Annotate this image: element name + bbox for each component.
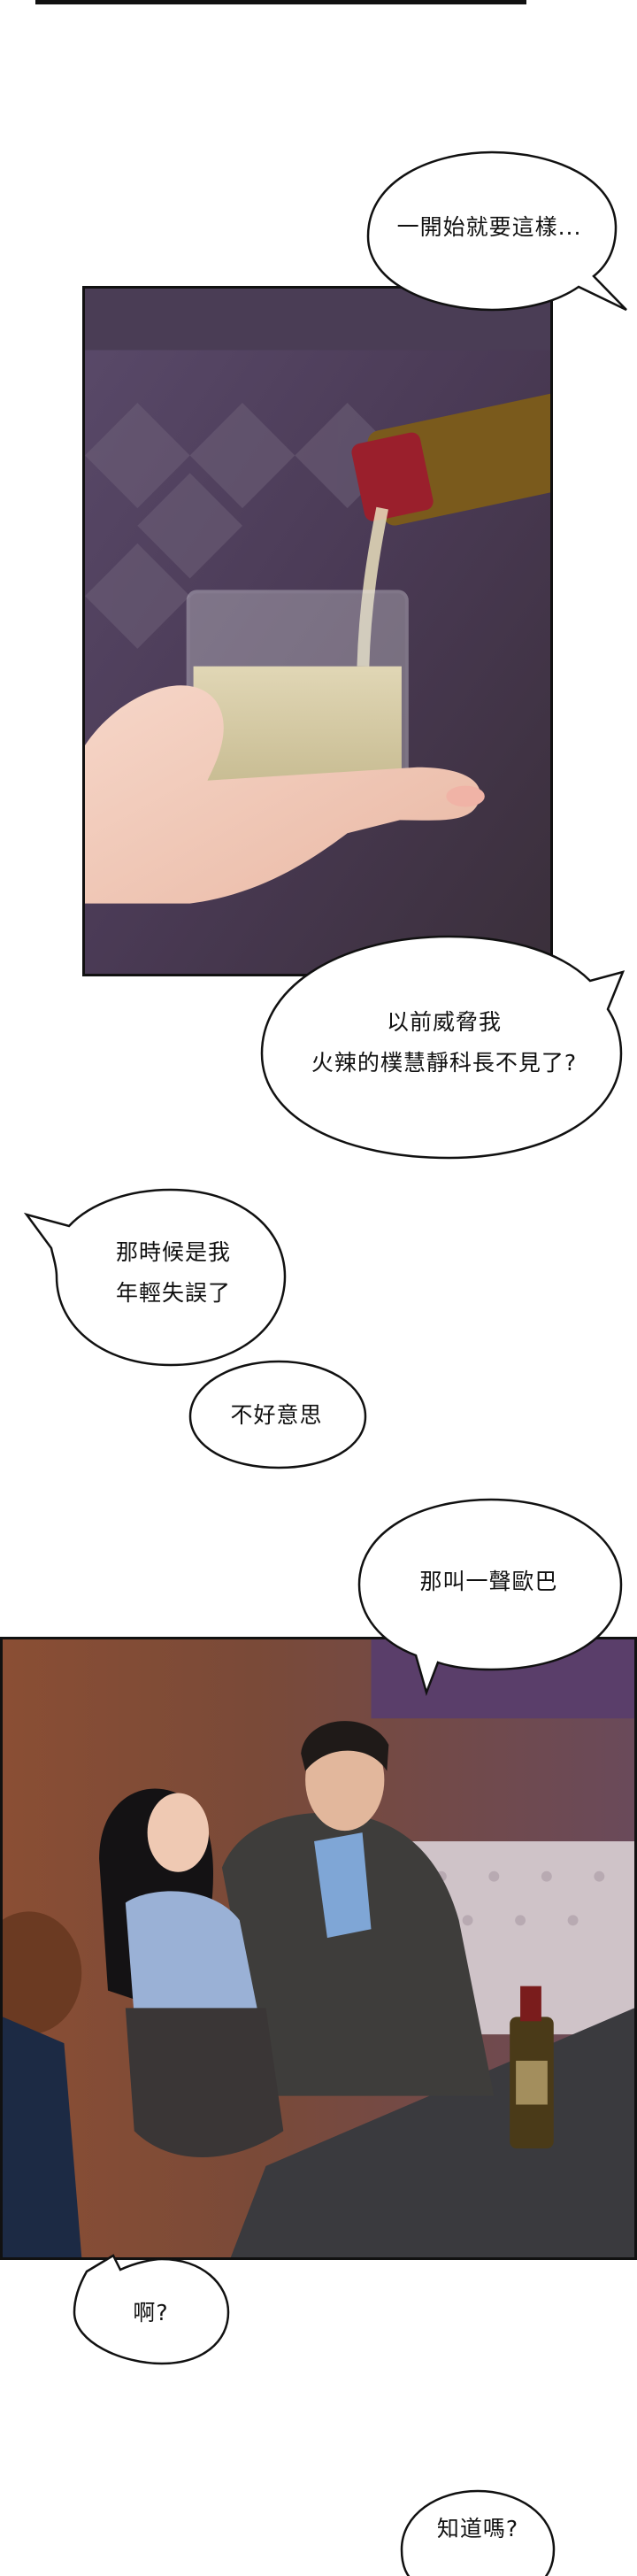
speech-bubble-3: 那時候是我 年輕失誤了 [23,1177,290,1372]
top-divider-line [35,0,526,4]
pouring-drink-illustration [85,289,550,974]
bubble-5-line-1: 那叫一聲歐巴 [419,1569,558,1594]
panel-bar-scene [0,1637,637,2260]
speech-bubble-5: 那叫一聲歐巴 [354,1496,624,1696]
speech-bubble-1: 一開始就要這樣... [350,150,628,320]
panel-pouring-drink [82,286,553,976]
bubble-6-text: 啊? [69,2293,233,2333]
speech-bubble-2: 以前威脅我 火辣的樸慧靜科長不見了? [258,929,630,1161]
bubble-4-text: 不好意思 [181,1395,372,1436]
bubble-2-line-2: 火辣的樸慧靜科長不見了? [311,1050,578,1076]
bubble-2-line-1: 以前威脅我 [386,1009,502,1035]
speech-bubble-4: 不好意思 [181,1354,372,1471]
bubble-3-text: 那時候是我 年輕失誤了 [57,1232,290,1314]
bubble-6-line-1: 啊? [133,2300,169,2325]
bar-scene-illustration [3,1639,634,2257]
speech-bubble-7: 知道嗎? [398,2487,557,2576]
bubble-3-line-2: 年輕失誤了 [115,1280,231,1306]
bubble-1-text: 一開始就要這樣... [350,207,628,248]
bubble-outline [400,2489,556,2576]
bubble-outline [366,150,627,312]
bubble-outline [73,2254,230,2365]
bubble-7-line-1: 知道嗎? [436,2516,519,2541]
bubble-1-line-1: 一開始就要這樣... [396,214,582,240]
bubble-outline [188,1360,367,1469]
bubble-outline [260,935,625,1160]
bubble-outline [23,1188,287,1367]
bubble-2-text: 以前威脅我 火辣的樸慧靜科長不見了? [258,1002,630,1084]
bubble-5-text: 那叫一聲歐巴 [354,1562,624,1602]
bubble-4-line-1: 不好意思 [230,1402,323,1428]
bubble-outline [357,1498,623,1696]
bubble-7-text: 知道嗎? [398,2509,557,2549]
bubble-3-line-1: 那時候是我 [115,1239,231,1265]
speech-bubble-6: 啊? [69,2248,233,2368]
